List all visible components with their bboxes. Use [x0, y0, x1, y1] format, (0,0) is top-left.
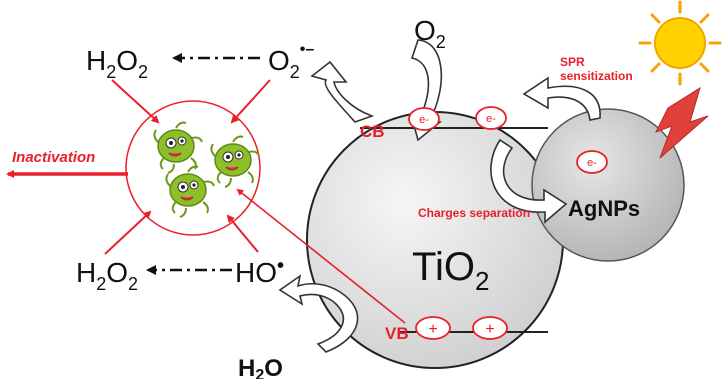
spr-label-line1: SPR	[560, 55, 585, 69]
lightning-icon	[654, 86, 709, 159]
electron-label: e-	[587, 157, 597, 169]
hole-label: +	[485, 321, 494, 338]
curved-arrow-charges-separation	[490, 138, 568, 224]
arrow-hole-to-bacteria	[236, 188, 406, 324]
vb-label: VB	[385, 324, 409, 343]
cb-label: CB	[360, 122, 385, 141]
hole-carrier: +	[415, 316, 451, 340]
spr-label-line2: sensitization	[560, 69, 633, 83]
o2-top-label: O2	[414, 15, 446, 52]
electron-label: e-	[419, 114, 429, 126]
hole-label: +	[428, 321, 437, 338]
superoxide-label: O2•–	[268, 41, 314, 82]
curved-arrow-o2-to-cb	[410, 39, 443, 142]
arrow-superoxide-to-bacteria	[230, 79, 271, 124]
agnps-label: AgNPs	[568, 196, 640, 221]
electron-carrier-agnps: e-	[576, 150, 608, 174]
h2o2-top-label: H2O2	[86, 45, 148, 82]
arrow-h2o2-bottom-to-bacteria	[104, 210, 152, 255]
electron-carrier: e-	[475, 106, 507, 130]
bacteria-icon	[153, 121, 203, 174]
curved-arrow-spr-sensitization	[522, 76, 601, 121]
charges-separation-label: Charges separation	[418, 206, 530, 220]
agnps-particle	[531, 108, 685, 262]
curved-arrow-water-to-hydroxyl	[278, 274, 359, 353]
water-label: H2O	[238, 355, 283, 379]
bacteria-icon	[210, 135, 260, 188]
sun-icon	[638, 0, 722, 86]
electron-carrier: e-	[408, 107, 440, 131]
tio2-label: TiO2	[412, 245, 489, 296]
inactivation-label: Inactivation	[12, 149, 95, 166]
curved-arrow-cb-to-superoxide	[310, 60, 375, 123]
arrow-h2o2-top-to-bacteria	[111, 79, 160, 124]
h2o2-bottom-label: H2O2	[76, 257, 138, 294]
hydroxyl-label: HO•	[235, 255, 284, 288]
bacteria-icon	[165, 165, 215, 218]
arrow-hydroxyl-to-bacteria	[226, 214, 259, 253]
hole-carrier: +	[472, 316, 508, 340]
electron-label: e-	[486, 113, 496, 125]
